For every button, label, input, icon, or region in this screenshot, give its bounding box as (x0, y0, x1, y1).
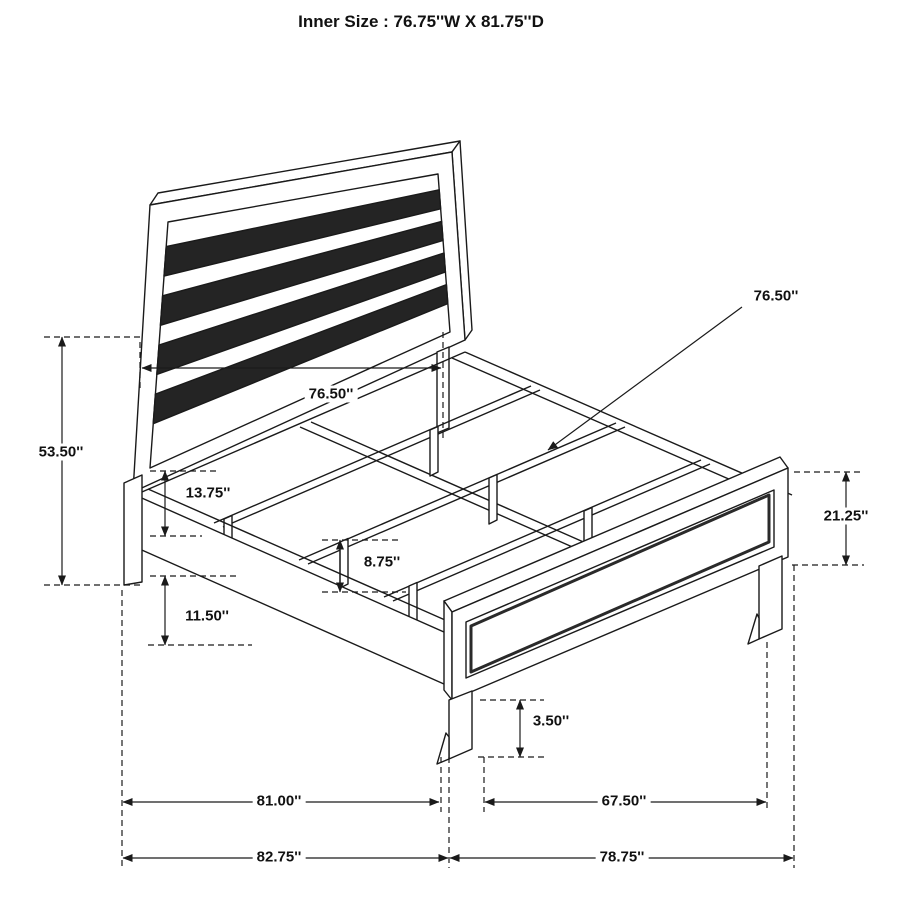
extension-lines (44, 332, 864, 868)
dim-center-support-leg: 8.75'' (359, 553, 405, 571)
dim-footboard-height: 21.25'' (819, 507, 873, 525)
headboard-drawing (133, 141, 472, 492)
dim-overall-depth: 82.75'' (252, 848, 306, 866)
dim-footboard-leg-height: 3.50'' (532, 712, 570, 730)
dim-overall-width: 78.75'' (595, 848, 649, 866)
dim-side-rail-inner-length: 81.00'' (252, 792, 306, 810)
dim-rail-top-height: 13.75'' (185, 484, 231, 502)
leader-arrow (547, 307, 742, 450)
dim-footboard-inner-width: 67.50'' (597, 792, 651, 810)
dim-under-rail-clearance: 11.50'' (185, 607, 229, 625)
dim-headboard-height: 53.50'' (34, 443, 88, 461)
footboard-drawing (437, 457, 788, 764)
dim-headboard-width: 76.50'' (304, 385, 358, 403)
headboard-leg (124, 475, 142, 585)
dim-slat-rail-length: 76.50'' (753, 287, 799, 305)
inner-size-title: Inner Size : 76.75''W X 81.75''D (298, 12, 544, 31)
